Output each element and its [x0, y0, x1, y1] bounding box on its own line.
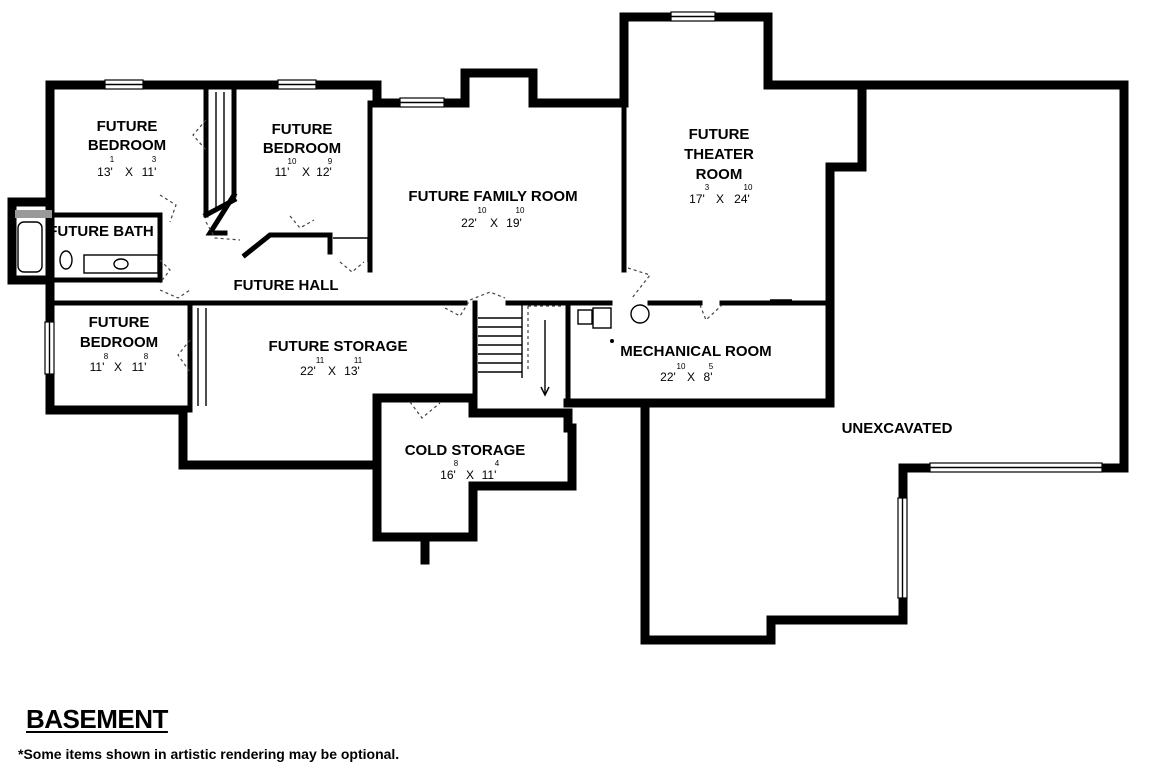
room-hall: FUTURE HALL [234, 277, 339, 294]
shower-ledge [15, 210, 52, 218]
room-name-line: FUTURE FAMILY ROOM [408, 188, 577, 205]
doors [159, 119, 723, 419]
dim-depth-sup: 8 [144, 352, 149, 361]
dim-depth: 11' [142, 165, 157, 179]
room-name-line: UNEXCAVATED [842, 420, 953, 437]
dim-x: X [490, 216, 498, 230]
room-name-line: FUTURE [689, 126, 750, 143]
dim-depth-sup: 4 [495, 459, 500, 468]
room-name-line: ROOM [696, 166, 743, 183]
dim-x: X [716, 192, 724, 206]
dim-depth-sup: 9 [328, 157, 333, 166]
room-mechanical: MECHANICAL ROOM 22' 10 X 8' 5 [620, 343, 771, 384]
interior-walls [47, 87, 829, 416]
dim-x: X [114, 360, 122, 374]
room-bath: FUTURE BATH [48, 223, 154, 240]
dim-width-sup: 10 [478, 206, 487, 215]
room-name-line: MECHANICAL ROOM [620, 343, 771, 360]
dim-depth: 11' [482, 468, 497, 482]
dim-width: 13' [97, 165, 113, 179]
dim-depth-sup: 5 [709, 362, 714, 371]
dim-width-sup: 10 [677, 362, 686, 371]
dim-width: 22' [461, 216, 477, 230]
bathtub [17, 221, 43, 273]
vanity [83, 254, 159, 274]
dim-width: 22' [660, 370, 676, 384]
dim-depth: 11' [132, 360, 147, 374]
dim-depth-sup: 10 [516, 206, 525, 215]
furnace [630, 304, 650, 324]
dim-depth: 12' [316, 165, 332, 179]
room-unexcavated: UNEXCAVATED [842, 420, 953, 437]
dim-depth: 13' [344, 364, 360, 378]
dim-x: X [687, 370, 695, 384]
dim-x: X [125, 165, 133, 179]
room-name-line: FUTURE [97, 118, 158, 135]
dim-depth: 19' [506, 216, 522, 230]
stairs [478, 305, 564, 378]
dim-x: X [328, 364, 336, 378]
dim-width: 22' [300, 364, 316, 378]
room-name-line: FUTURE STORAGE [269, 338, 408, 355]
utility-sink [592, 307, 612, 329]
dim-width-sup: 1 [110, 155, 115, 164]
dim-depth: 8' [704, 370, 713, 384]
room-bedroom-n: FUTURE BEDROOM 11' 10 X 12' 9 [263, 121, 341, 179]
room-name-line: FUTURE HALL [234, 277, 339, 294]
room-name-line: THEATER [684, 146, 754, 163]
dim-width: 17' [689, 192, 705, 206]
dim-width-sup: 8 [104, 352, 109, 361]
room-name-line: FUTURE [89, 314, 150, 331]
dim-width: 11' [90, 360, 105, 374]
dim-width: 11' [275, 165, 290, 179]
room-name-line: BEDROOM [80, 334, 158, 351]
fixtures [15, 92, 792, 406]
windows [44, 11, 1103, 599]
dim-width-sup: 8 [454, 459, 459, 468]
room-bedroom-nw: FUTURE BEDROOM 13' 1 X 11' 3 [88, 118, 166, 179]
plan-note: *Some items shown in artistic rendering … [18, 746, 400, 762]
water-heater [577, 309, 593, 325]
dim-x: X [466, 468, 474, 482]
room-storage: FUTURE STORAGE 22' 11 X 13' 11 [269, 338, 408, 378]
dim-depth-sup: 3 [152, 155, 157, 164]
room-name-line: FUTURE BATH [48, 223, 154, 240]
dim-width-sup: 11 [316, 356, 325, 365]
dim-depth-sup: 10 [744, 183, 753, 192]
dim-x: X [302, 165, 310, 179]
room-theater: FUTURE THEATER ROOM 17' 3 X 24' 10 [684, 126, 754, 206]
room-name-line: BEDROOM [88, 137, 166, 154]
dim-width-sup: 3 [705, 183, 710, 192]
room-name-line: FUTURE [272, 121, 333, 138]
room-cold-storage: COLD STORAGE 16' 8 X 11' 4 [405, 442, 526, 482]
room-family: FUTURE FAMILY ROOM 22' 10 X 19' 10 [408, 188, 577, 230]
room-bedroom-sw: FUTURE BEDROOM 11' 8 X 11' 8 [80, 314, 158, 374]
dim-width: 16' [440, 468, 456, 482]
toilet [59, 250, 73, 270]
plan-title: BASEMENT [26, 704, 168, 734]
sink [113, 258, 129, 270]
dim-depth-sup: 11 [354, 356, 363, 365]
room-name-line: COLD STORAGE [405, 442, 526, 459]
dim-width-sup: 10 [288, 157, 297, 166]
room-name-line: BEDROOM [263, 140, 341, 157]
dim-depth: 24' [734, 192, 750, 206]
